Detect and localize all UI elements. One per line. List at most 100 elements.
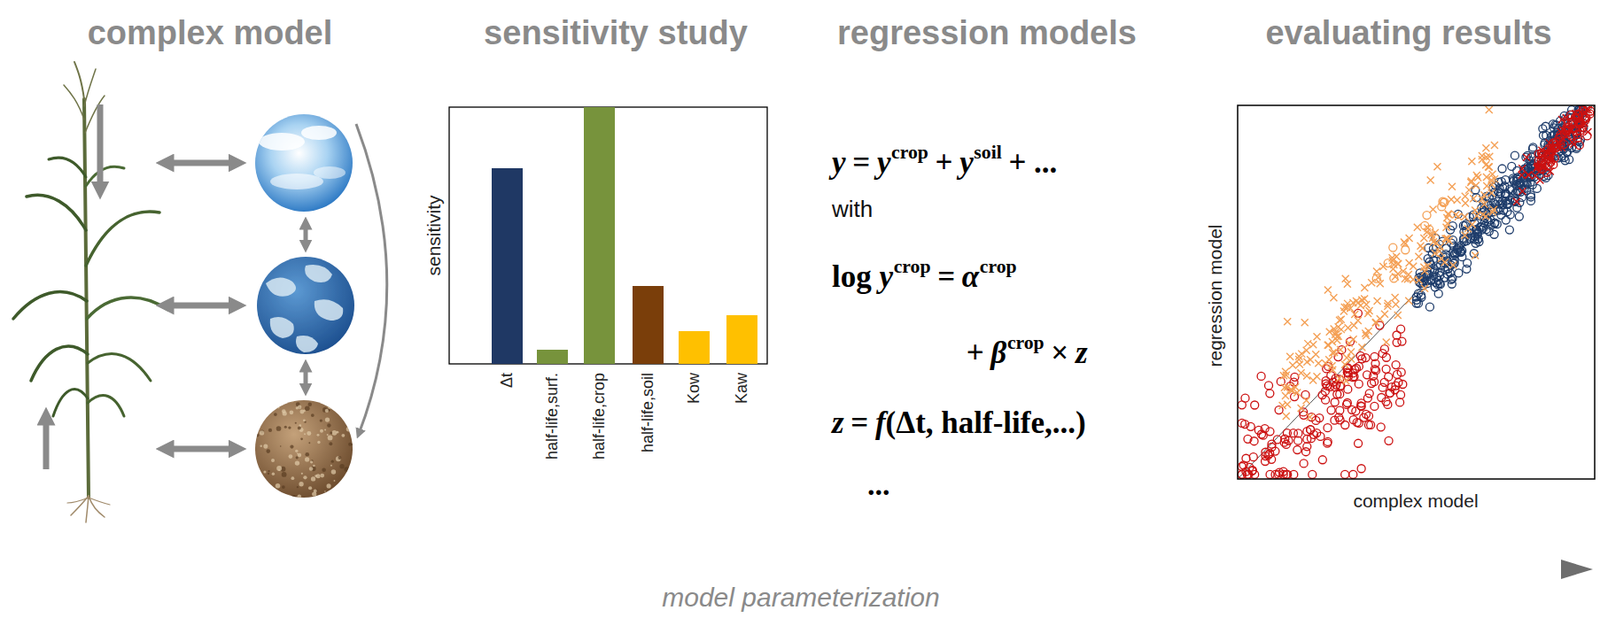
data-point — [1299, 459, 1308, 468]
data-point — [1303, 442, 1312, 451]
data-point — [1360, 295, 1368, 303]
data-point — [1421, 285, 1429, 293]
data-point — [1472, 182, 1480, 190]
data-point — [1533, 163, 1541, 171]
data-point — [1249, 453, 1258, 462]
sensitivity-bar — [536, 349, 568, 365]
equation-term: f — [875, 405, 886, 441]
data-point — [1461, 199, 1469, 207]
data-point — [1363, 394, 1372, 403]
section-heading: regression models — [837, 14, 1137, 54]
data-point — [1518, 187, 1526, 195]
data-point — [1465, 186, 1473, 195]
data-point — [1306, 426, 1315, 435]
data-point — [1391, 361, 1400, 370]
data-point — [1369, 372, 1378, 381]
sensitivity-bar — [726, 315, 758, 365]
data-point — [1350, 321, 1358, 329]
data-point — [1513, 198, 1521, 206]
data-point — [1358, 343, 1366, 351]
data-point — [1341, 470, 1350, 479]
bar-label: half-life,soil — [638, 372, 658, 453]
data-point — [1324, 341, 1332, 350]
data-point — [1434, 289, 1443, 298]
data-point — [1483, 173, 1491, 181]
data-point — [1264, 451, 1273, 460]
data-point — [1243, 434, 1252, 443]
data-point — [1501, 176, 1510, 185]
data-point — [1422, 277, 1431, 286]
scatter-plot — [1237, 105, 1595, 480]
data-point — [1509, 176, 1518, 185]
data-point — [1342, 275, 1350, 283]
data-point — [1274, 470, 1283, 479]
data-point — [1361, 329, 1369, 337]
data-point — [1250, 401, 1259, 410]
equation-term: z — [1075, 335, 1088, 371]
equation-line: logycrop=αcrop — [831, 254, 1018, 298]
data-point — [1486, 216, 1495, 225]
data-point — [1522, 153, 1531, 162]
section-heading: sensitivity study — [483, 14, 748, 54]
equation-term: + ... — [1008, 145, 1057, 180]
data-point — [1297, 404, 1305, 412]
equation-line: z=f(Δt, half-life,...) — [831, 403, 1087, 444]
data-point — [1354, 419, 1363, 428]
data-point — [1349, 299, 1357, 307]
data-point — [1364, 420, 1373, 429]
bar-label: Kaw — [732, 372, 752, 404]
data-point — [1335, 390, 1344, 399]
data-point — [1382, 338, 1391, 346]
data-point — [1522, 154, 1531, 162]
data-point — [1449, 248, 1458, 257]
data-point — [1323, 424, 1332, 433]
equation-term: × — [1050, 335, 1069, 371]
data-point — [1581, 119, 1589, 127]
data-point — [1384, 436, 1393, 445]
data-point — [1361, 410, 1370, 419]
data-point — [1541, 122, 1550, 131]
data-point — [1376, 423, 1385, 432]
flux-arrow — [97, 104, 104, 191]
equation-term: log — [831, 259, 872, 295]
data-point — [1354, 380, 1363, 389]
data-point — [1323, 439, 1332, 448]
equation-term: crop — [891, 141, 929, 164]
ellipsis: ... — [867, 467, 891, 503]
equation-term: crop — [893, 256, 932, 278]
data-point — [1325, 341, 1333, 350]
data-point — [1306, 356, 1314, 364]
data-point — [1349, 373, 1358, 382]
data-point — [1415, 277, 1423, 285]
data-point — [1370, 402, 1379, 411]
data-point — [1382, 365, 1391, 373]
data-point — [1306, 413, 1314, 421]
data-point — [1320, 387, 1329, 396]
data-point — [1488, 189, 1496, 197]
data-point — [1303, 347, 1311, 355]
data-point — [1335, 413, 1344, 422]
data-point — [1293, 389, 1301, 397]
data-point — [1327, 406, 1336, 415]
equation-term: + — [935, 145, 954, 180]
data-point — [1283, 318, 1291, 326]
data-point — [1525, 171, 1533, 179]
data-point — [1299, 411, 1308, 420]
bar-label: Kow — [684, 372, 704, 404]
data-point — [1364, 411, 1373, 420]
data-point — [1452, 210, 1460, 218]
equation-line: +βcrop×z — [959, 330, 1088, 374]
data-point — [1342, 377, 1350, 385]
data-point — [1303, 372, 1311, 380]
data-point — [1518, 171, 1526, 179]
data-point — [1307, 413, 1316, 422]
data-point — [1397, 368, 1406, 377]
axis-label: complex model — [1352, 490, 1478, 513]
equation-term: crop — [1007, 332, 1045, 354]
data-point — [1430, 265, 1439, 274]
data-point — [1460, 232, 1468, 240]
data-point — [1394, 311, 1402, 319]
data-point — [1505, 225, 1514, 234]
equation-term: y — [959, 145, 974, 180]
data-point — [1401, 240, 1409, 248]
